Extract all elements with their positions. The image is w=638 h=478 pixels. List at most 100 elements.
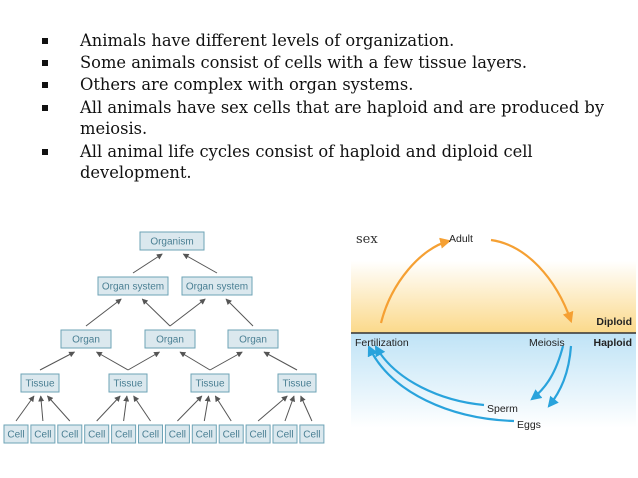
- adult-label: Adult: [449, 233, 473, 245]
- tissue-box-frame: [20, 373, 60, 393]
- hierarchy-arrow: [257, 395, 288, 422]
- tissue-box-label: Tissue: [195, 379, 225, 390]
- eggs-label: Eggs: [517, 419, 541, 431]
- cell-box-label: Cell: [34, 430, 51, 441]
- bullet-item: All animal life cycles consist of haploi…: [42, 141, 632, 183]
- bullet-marker: [42, 60, 48, 66]
- cell-box-frame: [245, 424, 271, 444]
- tissue-box-label: Tissue: [25, 379, 55, 390]
- cell-box: Cell: [138, 424, 163, 444]
- cell-box-label: Cell: [7, 430, 24, 441]
- hierarchy-arrow: [284, 395, 295, 422]
- cell-box: Cell: [245, 424, 271, 444]
- tissue-box-frame: [277, 373, 317, 393]
- hierarchy-arrow: [15, 395, 35, 422]
- hierarchy-arrow: [38, 395, 45, 422]
- cell-box-frame: [164, 424, 190, 444]
- hierarchy-arrow: [133, 395, 151, 422]
- cell-box-label: Cell: [276, 430, 293, 441]
- bullet-item: Animals have different levels of organiz…: [42, 30, 632, 51]
- meiosis-to-eggs-arrow: [547, 345, 573, 408]
- organ-box: Organ: [60, 329, 112, 349]
- organ-system-box-label: Organ system: [186, 282, 248, 293]
- tissue-box: Tissue: [20, 373, 60, 393]
- cell-box: Cell: [30, 424, 56, 444]
- cell-box: Cell: [57, 424, 83, 444]
- organism-box-label: Organism: [150, 237, 193, 248]
- cell-box-frame: [57, 424, 83, 444]
- sperm-to-fertilization-arrow: [374, 345, 485, 407]
- sex-label: sex: [356, 232, 378, 247]
- cell-box: Cell: [272, 424, 298, 444]
- fertilization-to-adult-arrow: [379, 237, 452, 324]
- cell-box-label: Cell: [61, 430, 78, 441]
- organ-box: Organ: [227, 329, 279, 349]
- bullet-text: All animal life cycles consist of haploi…: [80, 142, 533, 182]
- tissue-box: Tissue: [277, 373, 317, 393]
- cell-box-frame: [3, 424, 29, 444]
- cell-box-label: Cell: [142, 430, 159, 441]
- bullet-text: Some animals consist of cells with a few…: [80, 53, 528, 72]
- hierarchy-arrow: [300, 395, 313, 422]
- tissue-box: Tissue: [190, 373, 230, 393]
- tissue-box-frame: [108, 373, 148, 393]
- cell-box: Cell: [84, 424, 110, 444]
- eggs-to-fertilization-arrow: [367, 345, 515, 423]
- cell-box-frame: [84, 424, 110, 444]
- hierarchy-arrow: [47, 395, 71, 422]
- hierarchy-arrow: [123, 395, 130, 422]
- bullet-item: All animals have sex cells that are hapl…: [42, 97, 632, 139]
- hierarchy-arrow: [141, 298, 171, 327]
- bullet-marker: [42, 105, 48, 111]
- organ-system-box: Organ system: [97, 276, 169, 296]
- organ-box-label: Organ: [72, 335, 100, 346]
- hierarchy-arrow: [214, 395, 232, 422]
- cell-box-label: Cell: [249, 430, 266, 441]
- cell-box-label: Cell: [88, 430, 105, 441]
- adult-to-meiosis-arrow: [490, 238, 574, 324]
- hierarchy-arrow: [127, 351, 161, 371]
- bullet-text: Others are complex with organ systems.: [80, 75, 414, 94]
- organism-box-frame: [139, 231, 205, 251]
- cell-box-frame: [299, 424, 325, 444]
- organ-box-frame: [144, 329, 196, 349]
- bullet-marker: [42, 82, 48, 88]
- cell-box: Cell: [218, 424, 244, 444]
- cell-box-frame: [111, 424, 137, 444]
- bullet-marker: [42, 149, 48, 155]
- hierarchy-arrow: [39, 351, 76, 371]
- organ-box-label: Organ: [156, 335, 184, 346]
- hierarchy-arrow: [209, 351, 243, 371]
- diploid-zone: [351, 261, 636, 333]
- organ-box-frame: [227, 329, 279, 349]
- organ-system-box: Organ system: [181, 276, 253, 296]
- hierarchy-arrow: [263, 351, 298, 371]
- organ-box-label: Organ: [239, 335, 267, 346]
- hierarchy-arrow: [95, 351, 129, 371]
- cell-box-frame: [191, 424, 217, 444]
- organ-system-box-label: Organ system: [102, 282, 164, 293]
- hierarchy-arrow: [179, 351, 211, 371]
- cell-box-label: Cell: [169, 430, 186, 441]
- hierarchy-arrows: [15, 253, 313, 422]
- hierarchy-arrow: [96, 395, 121, 422]
- tissue-box-label: Tissue: [282, 379, 312, 390]
- bullet-item: Others are complex with organ systems.: [42, 74, 632, 95]
- cell-box: Cell: [191, 424, 217, 444]
- organ-box-frame: [60, 329, 112, 349]
- cell-box-frame: [30, 424, 56, 444]
- cell-box: Cell: [3, 424, 29, 444]
- hierarchy-arrow: [85, 298, 122, 327]
- bullet-list: Animals have different levels of organiz…: [42, 30, 632, 184]
- meiosis-label: Meiosis: [529, 337, 565, 349]
- sperm-label: Sperm: [487, 403, 518, 415]
- cell-box-frame: [272, 424, 298, 444]
- bullet-text: Animals have different levels of organiz…: [80, 31, 455, 50]
- life-cycle-diagram: sex Adult Diploid Haploid Fertilization …: [351, 232, 636, 431]
- haploid-label: Haploid: [594, 337, 633, 349]
- hierarchy-arrow: [182, 253, 218, 274]
- cell-box-label: Cell: [196, 430, 213, 441]
- cell-box-frame: [138, 424, 163, 444]
